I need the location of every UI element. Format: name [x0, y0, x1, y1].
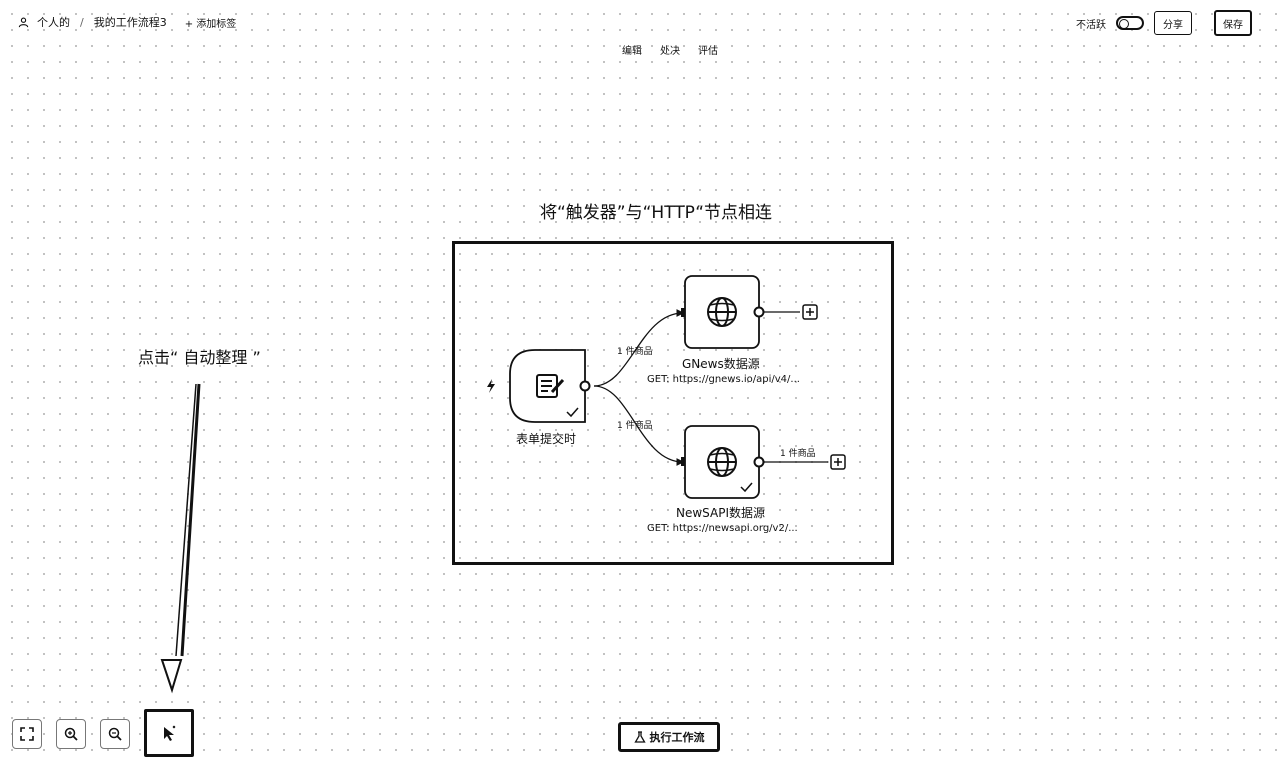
zoom-out-icon — [108, 727, 122, 741]
highlight-frame — [452, 241, 894, 565]
newsapi-node[interactable] — [681, 425, 765, 499]
plus-icon — [834, 458, 842, 466]
workspace-link[interactable]: 个人的 — [37, 16, 70, 29]
execute-workflow-button[interactable]: 执行工作流 — [618, 722, 720, 752]
edge-label-newsapi: 1 件商品 — [617, 421, 653, 431]
gnews-node-subtitle: GET: https://gnews.io/api/v4/... — [647, 374, 800, 385]
header-actions: 不活跃 分享 保存 — [1076, 10, 1252, 36]
plus-icon — [806, 308, 814, 316]
add-node-button-gnews[interactable] — [802, 304, 818, 320]
tidy-up-button[interactable] — [144, 709, 194, 757]
newsapi-node-subtitle: GET: https://newsapi.org/v2/... — [647, 523, 798, 534]
trigger-node-label: 表单提交时 — [516, 432, 577, 446]
add-tag-button[interactable]: + 添加标签 — [184, 18, 237, 30]
workflow-name[interactable]: 我的工作流程3 — [93, 16, 167, 29]
zoom-out-button[interactable] — [100, 719, 130, 749]
lightning-icon — [487, 379, 495, 393]
execute-workflow-label: 执行工作流 — [649, 731, 705, 744]
tidy-up-icon — [164, 725, 176, 741]
check-icon — [740, 482, 753, 493]
check-icon — [566, 407, 579, 418]
breadcrumb-separator: / — [80, 15, 84, 29]
add-node-button-newsapi[interactable] — [830, 454, 846, 470]
tab-executions[interactable]: 处决 — [660, 46, 680, 57]
mode-tabs: 编辑 处决 评估 — [622, 42, 718, 57]
form-icon — [536, 374, 565, 398]
connection-trigger-newsapi — [593, 385, 685, 466]
newsapi-node-label: NewSAPI数据源 — [676, 506, 765, 520]
edge-label-gnews: 1 件商品 — [617, 347, 653, 357]
globe-icon — [707, 297, 737, 327]
annotation-click-hint: 点击“ 自动整理 ” — [138, 348, 261, 367]
breadcrumb: 个人的 / 我的工作流程3 + 添加标签 — [18, 14, 236, 30]
share-button[interactable]: 分享 — [1154, 11, 1192, 35]
annotation-title: 将“触发器”与“HTTP“节点相连 — [540, 203, 773, 223]
active-toggle[interactable] — [1116, 16, 1144, 30]
active-status-label: 不活跃 — [1076, 19, 1106, 31]
canvas-controls — [12, 709, 194, 757]
globe-icon — [707, 447, 737, 477]
connection-trigger-gnews — [593, 309, 685, 387]
edge-label-newsapi-output: 1 件商品 — [780, 449, 816, 459]
gnews-node-label: GNews数据源 — [682, 357, 760, 371]
flask-icon — [633, 731, 646, 743]
top-bar: 个人的 / 我的工作流程3 + 添加标签 不活跃 分享 保存 编辑 处决 评估 — [0, 0, 1280, 57]
trigger-node[interactable] — [509, 349, 591, 423]
output-handle — [579, 380, 591, 392]
zoom-in-button[interactable] — [56, 719, 86, 749]
user-icon — [18, 17, 29, 27]
fit-view-button[interactable] — [12, 719, 42, 749]
fit-view-icon — [20, 727, 34, 741]
arrow-annotation — [160, 383, 201, 694]
output-handle — [753, 306, 765, 318]
tab-editor[interactable]: 编辑 — [622, 46, 642, 57]
tab-evaluations[interactable]: 评估 — [698, 46, 718, 57]
output-handle — [753, 456, 765, 468]
zoom-in-icon — [64, 727, 78, 741]
gnews-node[interactable] — [681, 275, 765, 349]
save-button[interactable]: 保存 — [1214, 10, 1252, 36]
